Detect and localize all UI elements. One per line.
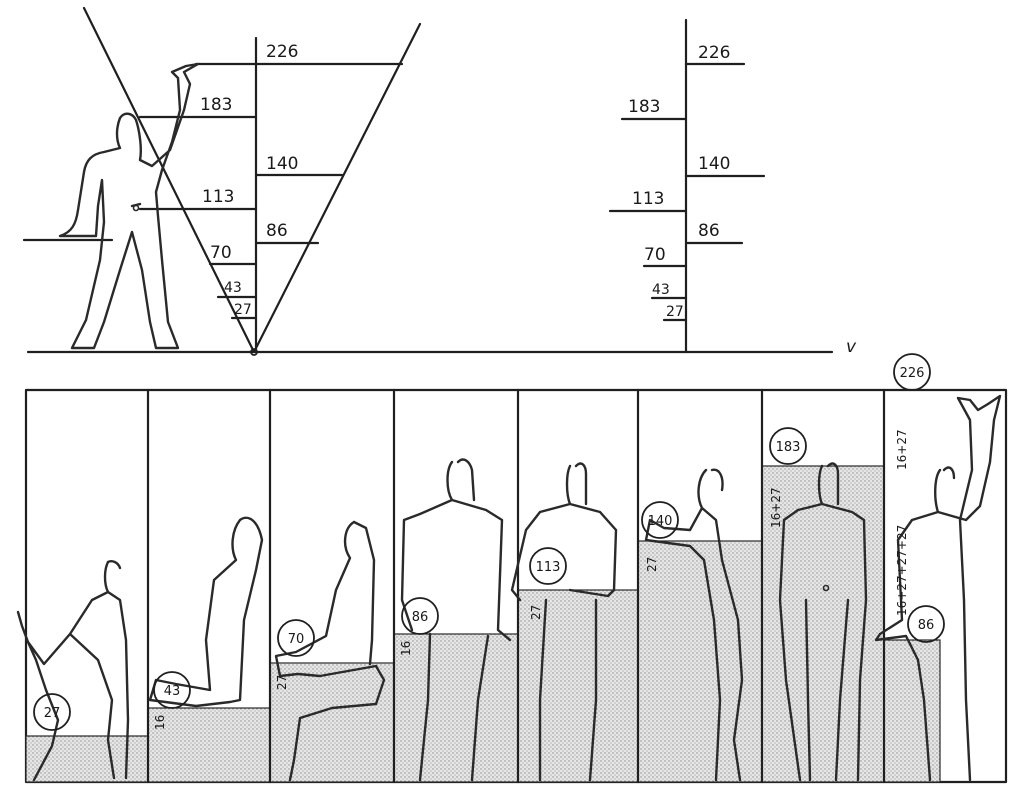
circle-label-panel-1: 27: [44, 706, 61, 721]
right-label-226: 226: [698, 43, 730, 63]
figure-panel-7: [778, 462, 868, 782]
side-label-panel-8-secondary: 16+27+27+27: [895, 525, 909, 616]
figure-panel-8: [874, 394, 1002, 782]
figure-panel-1: [16, 560, 130, 782]
right-label-113: 113: [632, 189, 664, 209]
circle-label-panel-7: 183: [776, 440, 801, 455]
figure-panel-4: [400, 458, 512, 782]
figure-panel-2: [148, 516, 264, 708]
circle-panel-6: [641, 501, 679, 539]
circle-panel-2: [153, 671, 191, 709]
modulor-figure-top: [58, 62, 200, 350]
v-line-left: [82, 6, 256, 354]
circle-panel-8-secondary: [907, 605, 945, 643]
circle-label-panel-5: 113: [536, 560, 561, 575]
step-panel-8: [883, 639, 941, 783]
label-140: 140: [266, 154, 298, 174]
step-panel-4: [393, 633, 519, 783]
top-right-scale-group: 226 183 140 113 86 70 43 27 v: [608, 18, 857, 357]
label-113: 113: [202, 187, 234, 207]
side-label-panel-6: 27: [645, 557, 659, 572]
side-label-panel-4: 16: [399, 641, 413, 656]
figure-panel-3: [274, 520, 386, 782]
bottom-panels-group: 27 43 70 86 113 140 183 226 86 16 27 16 …: [16, 353, 1008, 784]
v-line-right: [252, 22, 422, 354]
label-183: 183: [200, 95, 232, 115]
right-label-183: 183: [628, 97, 660, 117]
circle-panel-1: [33, 693, 71, 731]
step-panel-2: [147, 707, 271, 783]
label-226: 226: [266, 42, 298, 62]
step-panel-6: [637, 540, 763, 783]
circle-panel-8: [893, 353, 931, 391]
step-panel-3: [269, 662, 395, 783]
right-label-86: 86: [698, 221, 720, 241]
circle-label-panel-8-secondary: 86: [918, 618, 935, 633]
navel-mark: [132, 204, 140, 212]
side-label-panel-7: 16+27: [769, 487, 783, 528]
circle-label-panel-6: 140: [648, 514, 673, 529]
side-label-panel-2: 16: [153, 715, 167, 730]
right-label-43: 43: [652, 282, 670, 298]
label-27: 27: [234, 302, 252, 318]
circle-panel-3: [277, 619, 315, 657]
side-label-panel-3: 27: [275, 675, 289, 690]
right-label-27: 27: [666, 304, 684, 320]
circle-panel-7: [769, 427, 807, 465]
circle-label-panel-2: 43: [164, 684, 181, 699]
circle-label-panel-8: 226: [900, 366, 925, 381]
figure-panel-6: [644, 468, 744, 782]
side-label-panel-5: 27: [529, 605, 543, 620]
circle-panel-4: [401, 597, 439, 635]
step-panel-5: [517, 589, 639, 783]
figure-panel-5: [510, 462, 618, 782]
right-label-70: 70: [644, 245, 666, 265]
label-86: 86: [266, 221, 288, 241]
top-left-scale-group: 226 183 140 113 86 70 43 27: [22, 6, 834, 356]
label-70: 70: [210, 243, 232, 263]
axis-mark-v: v: [846, 337, 857, 357]
circle-panel-5: [529, 547, 567, 585]
right-label-140: 140: [698, 154, 730, 174]
circle-label-panel-4: 86: [412, 610, 429, 625]
navel-panel-7: [822, 584, 830, 592]
circle-label-panel-3: 70: [288, 632, 305, 647]
side-label-panel-8: 16+27: [895, 429, 909, 470]
label-43: 43: [224, 280, 242, 296]
